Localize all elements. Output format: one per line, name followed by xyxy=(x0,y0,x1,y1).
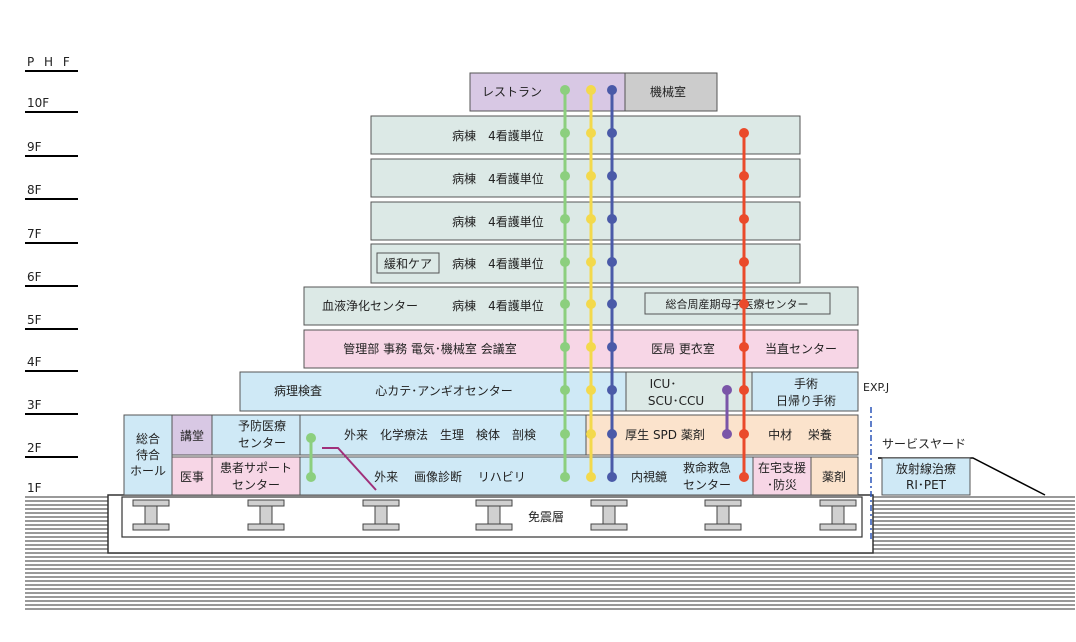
isolator xyxy=(590,499,628,531)
palliative-care-box xyxy=(376,252,440,274)
home-care-label-line1: 在宅支援 xyxy=(758,460,806,475)
preventive-center-label-line1: 予防医療 xyxy=(238,418,286,433)
ward-6f-label: 病棟 4看護単位 xyxy=(452,256,544,271)
elevator-green-short xyxy=(306,433,316,482)
floor-label-7f: 7F xyxy=(27,227,42,241)
emergency-center-label-line2: センター xyxy=(683,478,731,492)
pharmacy-1f xyxy=(810,456,859,496)
floor-label-9f: 9F xyxy=(27,140,42,154)
floor-label-2f: 2F xyxy=(27,441,42,455)
perinatal-center-label: 総合周産期母子医療センター xyxy=(666,297,809,311)
admin-4f-label: 管理部 事務 電気･機械室 会議室 xyxy=(343,341,516,356)
services-2f xyxy=(585,414,859,456)
lecture-hall-label: 講堂 xyxy=(180,428,204,443)
duty-center-label: 当直センター xyxy=(765,342,837,356)
isolator xyxy=(475,499,513,531)
outpatient-2f xyxy=(299,414,587,456)
patient-support-label-line1: 患者サポート xyxy=(220,461,292,475)
surgery-label-line1: 手術 xyxy=(794,377,818,391)
ward-9f-label: 病棟 4看護単位 xyxy=(452,128,544,143)
floor-label-phf: P H F xyxy=(27,55,73,69)
surgery-label-line2: 日帰り手術 xyxy=(776,394,836,408)
patient-support-center xyxy=(211,456,301,496)
home-care-label-line2: ･防災 xyxy=(767,477,797,492)
icu-label-line2: SCU･CCU xyxy=(648,394,704,408)
pathology-label: 病理検査 xyxy=(274,383,322,398)
elevator-green xyxy=(560,85,570,482)
restaurant-room xyxy=(469,72,626,112)
elevator-blue xyxy=(607,85,617,482)
isolator xyxy=(247,499,285,531)
machine-room-10f xyxy=(624,72,718,112)
cath-center-label: 心カテ･アンギオセンター xyxy=(375,384,513,398)
floor-label-6f: 6F xyxy=(27,270,42,284)
medical-office-4f-label: 医局 更衣室 xyxy=(651,341,715,356)
waiting-hall-label-line3: ホール xyxy=(130,464,166,478)
floor-4f xyxy=(303,329,859,369)
ward-8f-label: 病棟 4看護単位 xyxy=(452,171,544,186)
outpatient-1f-label: 外来 画像診断 リハビリ xyxy=(374,469,526,484)
seismic-isolators xyxy=(132,499,857,531)
emergency-center-label-line1: 救命救急 xyxy=(683,460,731,475)
radiotherapy-wing xyxy=(881,457,971,496)
waiting-hall xyxy=(123,414,173,496)
outpatient-2f-label: 外来 化学療法 生理 検体 剖検 xyxy=(344,427,536,442)
dialysis-center-label: 血液浄化センター xyxy=(322,298,418,313)
elevator-purple xyxy=(722,385,732,439)
home-care-support xyxy=(752,456,812,496)
expansion-joint-label: EXP.J xyxy=(863,381,889,394)
waiting-hall-label-line2: 待合 xyxy=(136,447,160,462)
escalator-link xyxy=(322,447,377,491)
radiotherapy-label-line2: RI･PET xyxy=(906,478,947,492)
preventive-center xyxy=(211,414,301,456)
floor-label-5f: 5F xyxy=(27,313,42,327)
patient-support-label-line2: センター xyxy=(232,478,280,492)
isolator xyxy=(132,499,170,531)
pharmacy-1f-label: 薬剤 xyxy=(822,469,846,484)
endoscopy-label: 内視鏡 xyxy=(631,469,667,484)
medical-affairs-office xyxy=(171,456,213,496)
floor-label-4f: 4F xyxy=(27,355,42,369)
elevator-red xyxy=(739,128,749,482)
floor-label-1f: 1F xyxy=(27,481,42,495)
ward-5f-label: 病棟 4看護単位 xyxy=(452,298,544,313)
floor-label-8f: 8F xyxy=(27,183,42,197)
floor-label-3f: 3F xyxy=(27,398,42,412)
restaurant-label: レストラン xyxy=(482,85,542,99)
palliative-care-label: 緩和ケア xyxy=(384,257,432,271)
perinatal-center-box xyxy=(644,292,831,315)
seismic-isolation-label: 免震層 xyxy=(528,509,564,524)
radiotherapy-label-line1: 放射線治療 xyxy=(896,461,956,476)
medical-affairs-label: 医事 xyxy=(180,470,204,484)
floor-3f xyxy=(239,371,859,412)
lecture-hall xyxy=(171,414,213,456)
icu-label-line1: ICU･ xyxy=(650,377,677,391)
supplies-2f-label: 中材 栄養 xyxy=(768,427,832,442)
service-yard-label: サービスヤード xyxy=(882,437,966,451)
isolator xyxy=(362,499,400,531)
waiting-hall-label-line1: 総合 xyxy=(136,431,160,446)
ward-7f xyxy=(370,201,801,241)
elevator-yellow xyxy=(586,85,596,482)
floor-label-10f: 10F xyxy=(27,96,49,110)
pharmacy-2f-label: 厚生 SPD 薬剤 xyxy=(625,427,705,442)
isolator xyxy=(819,499,857,531)
ward-6f xyxy=(370,243,801,284)
preventive-center-label-line2: センター xyxy=(238,436,286,450)
machine-room-10f-label: 機械室 xyxy=(650,84,686,99)
ward-7f-label: 病棟 4看護単位 xyxy=(452,214,544,229)
floor-level-scale xyxy=(25,70,78,458)
ward-9f xyxy=(370,115,801,155)
ward-8f xyxy=(370,158,801,198)
isolator xyxy=(704,499,742,531)
